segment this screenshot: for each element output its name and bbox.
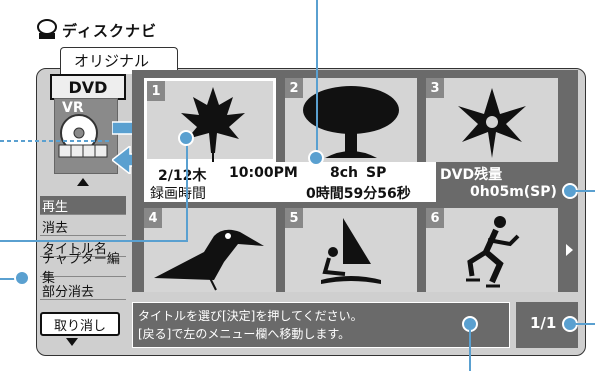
- thumbnail-title-2[interactable]: 2: [285, 78, 417, 162]
- disc-icon: [58, 114, 108, 158]
- callout-dot: [178, 130, 194, 146]
- info-rec-value: 0時間59分56秒: [306, 186, 411, 202]
- tab-original-label: オリジナル: [74, 52, 150, 70]
- callout-line: [0, 140, 112, 142]
- thumbnail-number: 4: [144, 208, 162, 228]
- thumbnail-number: 1: [147, 81, 165, 101]
- lily-icon: [458, 88, 526, 158]
- thumbnail-title-4[interactable]: 4: [144, 208, 276, 292]
- thumbnail-number: 5: [285, 208, 303, 228]
- menu-item-chapter-edit[interactable]: チャプター編集: [40, 252, 126, 286]
- menu-item-play[interactable]: 再生: [40, 196, 126, 215]
- info-channel: 8ch: [330, 165, 359, 181]
- callout-line: [576, 323, 595, 325]
- callout-line: [316, 0, 318, 154]
- thumbnail-number: 6: [426, 208, 444, 228]
- menu-item-delete[interactable]: 消去: [40, 217, 126, 236]
- skater-icon: [466, 216, 520, 288]
- page-indicator: 1/1: [530, 314, 557, 332]
- tree-icon: [303, 86, 399, 158]
- thumbnail-number: 3: [426, 78, 444, 98]
- info-rec-label: 録画時間: [150, 186, 206, 202]
- scroll-up-icon[interactable]: [77, 178, 89, 186]
- menu-item-title-name[interactable]: タイトル名: [40, 238, 126, 257]
- remaining-value: 0h05m(SP): [470, 184, 557, 200]
- callout-dot: [14, 270, 30, 286]
- callout-line: [0, 278, 18, 280]
- disc-graphic: [54, 98, 118, 174]
- thumbnail-title-3[interactable]: 3: [426, 78, 558, 162]
- callout-line: [576, 190, 595, 192]
- menu-item-partial-delete[interactable]: 部分消去: [40, 281, 126, 300]
- next-page-icon[interactable]: [566, 244, 573, 256]
- disc-navi-icon: [37, 19, 57, 39]
- scroll-down-icon[interactable]: [66, 338, 78, 346]
- info-time: 10:00PM: [229, 165, 298, 181]
- maple-leaf-icon: [181, 87, 245, 163]
- info-date: 2/12木: [158, 168, 207, 184]
- callout-line: [0, 240, 188, 242]
- callout-line: [186, 138, 188, 242]
- message-line-1: タイトルを選び[決定]を押してください。: [138, 309, 363, 323]
- callout-dot: [308, 150, 324, 166]
- message-bar: [132, 302, 510, 348]
- dvd-badge: DVD: [50, 74, 126, 100]
- thumbnail-title-1[interactable]: 1: [144, 78, 276, 163]
- title-info-panel: [144, 162, 436, 202]
- thumbnail-number: 2: [285, 78, 303, 98]
- remaining-label: DVD残量: [440, 167, 503, 183]
- page-title: ディスクナビ: [62, 22, 157, 40]
- tab-original[interactable]: [60, 47, 178, 74]
- thumbnail-title-6[interactable]: 6: [426, 208, 558, 292]
- info-rec-mode: SP: [366, 165, 387, 181]
- disc-vr-label: VR: [62, 100, 84, 116]
- toucan-icon: [154, 229, 264, 291]
- thumbnail-title-5[interactable]: 5: [285, 208, 417, 292]
- callout-line: [469, 330, 471, 371]
- cancel-button[interactable]: 取り消し: [40, 312, 120, 336]
- windsurfer-icon: [321, 218, 381, 284]
- message-line-2: [戻る]で左のメニュー欄へ移動します。: [138, 327, 351, 341]
